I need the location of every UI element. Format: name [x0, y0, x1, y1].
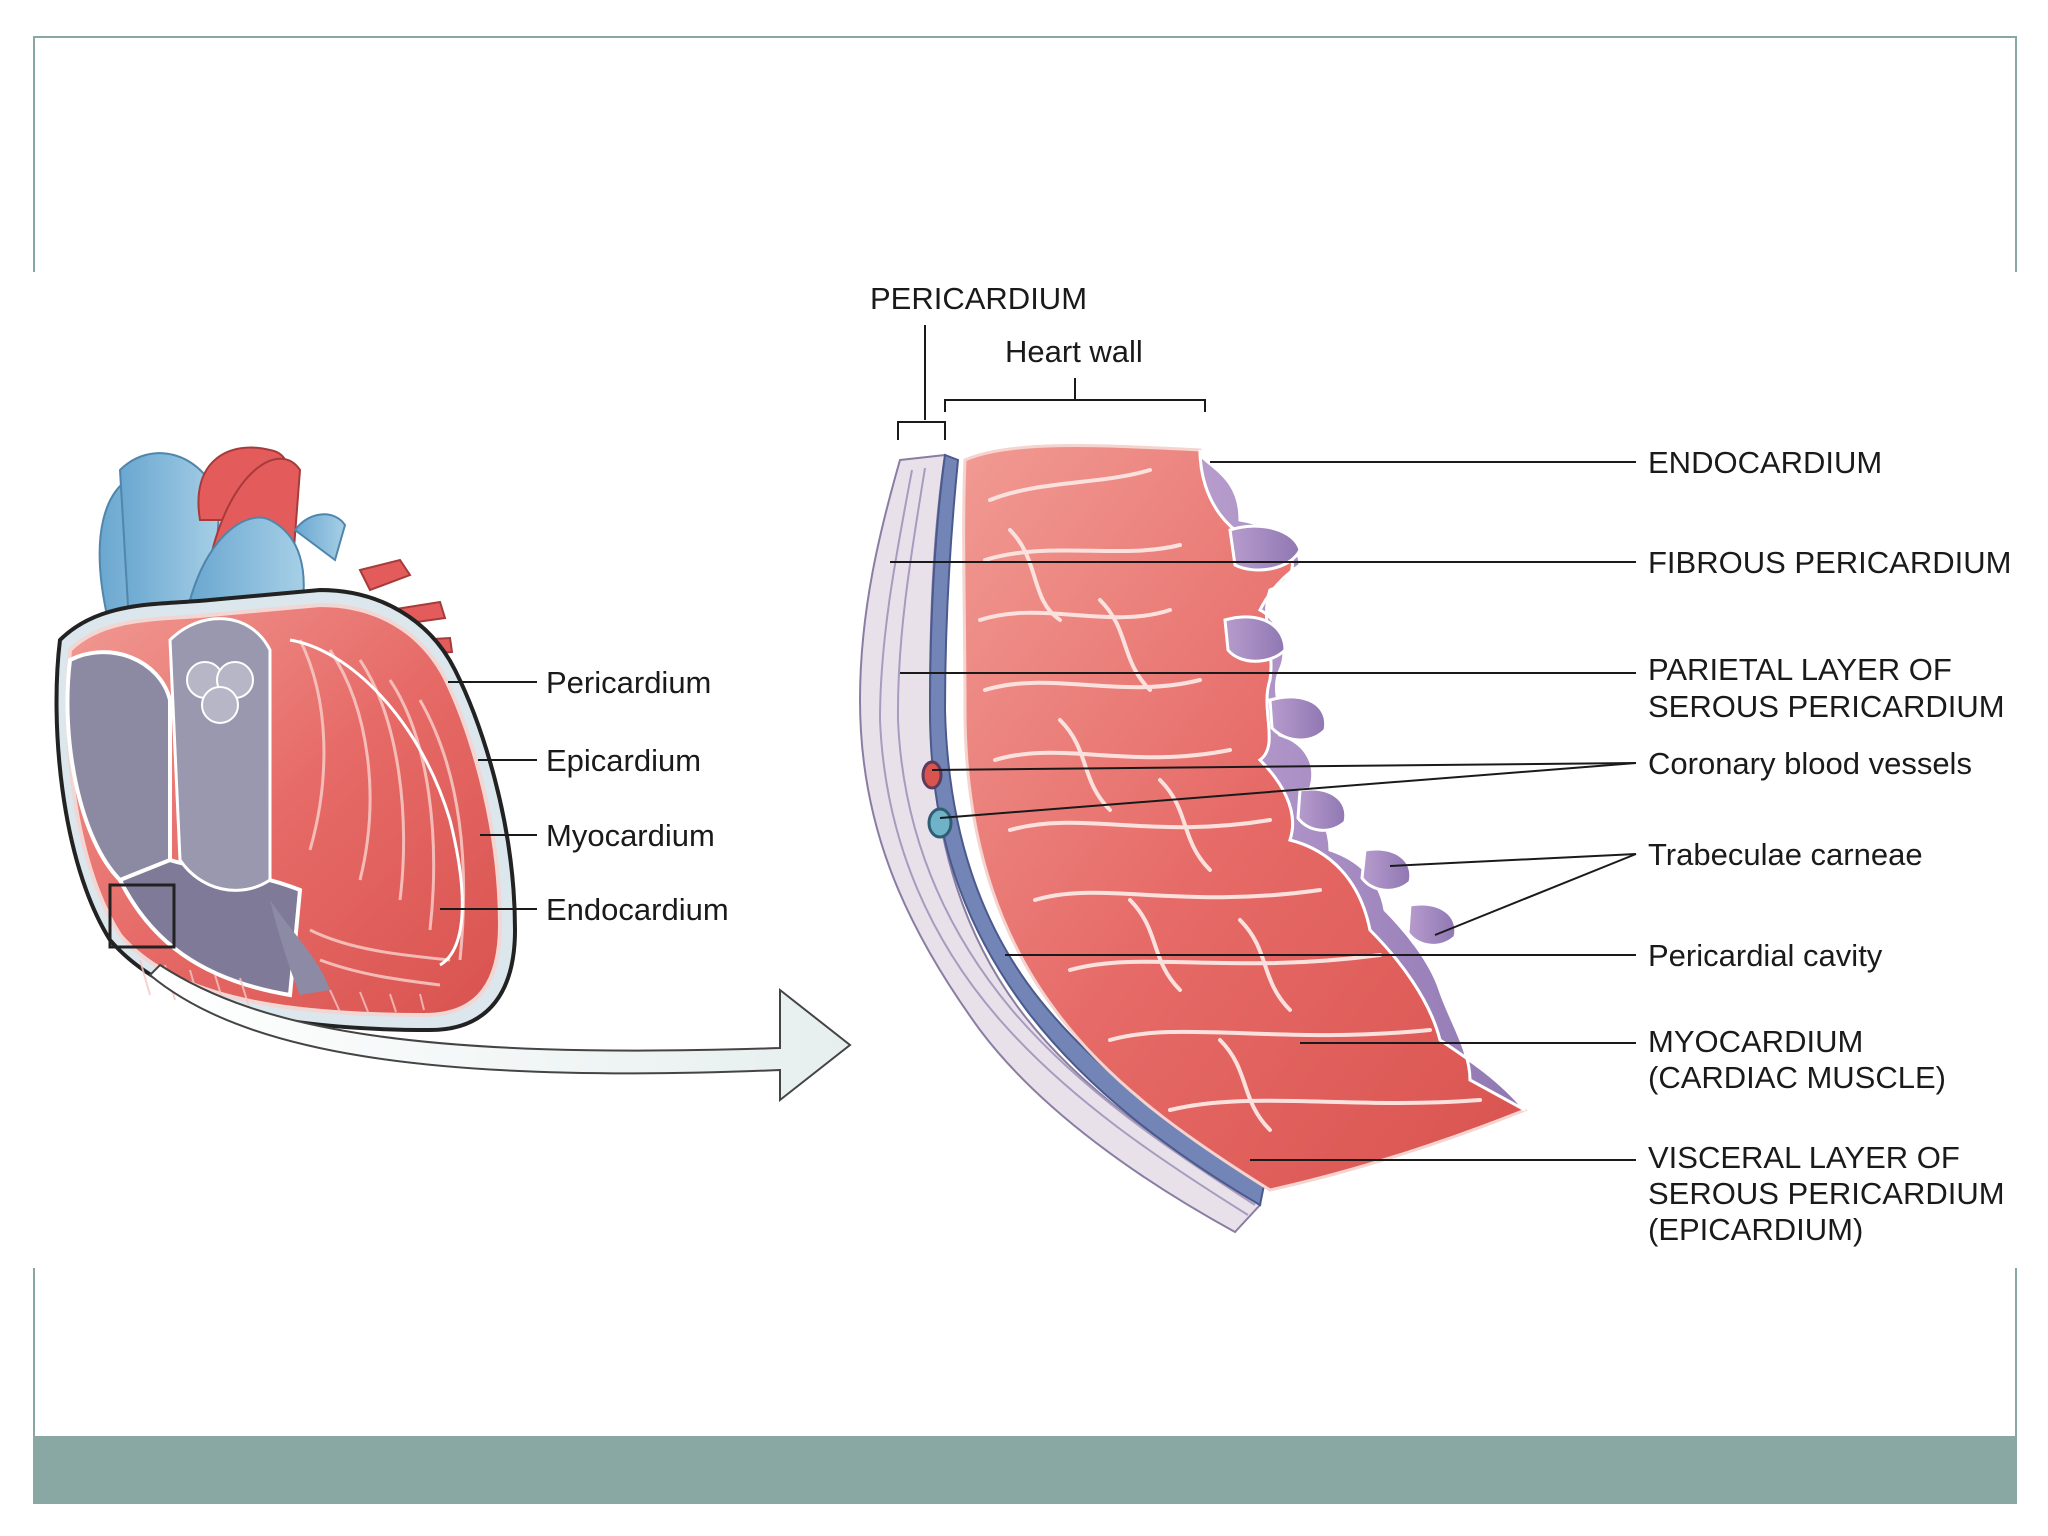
- whole-heart-illustration: [54, 446, 518, 1033]
- top-label-heart-wall: Heart wall: [1005, 334, 1143, 369]
- left-label-epicardium: Epicardium: [546, 743, 701, 778]
- coronary-vessel-vein: [927, 807, 953, 839]
- heart-wall-bracket: [944, 378, 1206, 412]
- pericardium-bracket: [897, 325, 946, 440]
- right-label-parietal-line1: PARIETAL LAYER OF: [1648, 652, 1952, 687]
- left-label-endocardium: Endocardium: [546, 892, 729, 927]
- footer-bar: [33, 1436, 2017, 1504]
- left-label-pericardium: Pericardium: [546, 665, 711, 700]
- left-label-myocardium: Myocardium: [546, 818, 715, 853]
- coronary-vessel-artery: [921, 760, 943, 790]
- right-label-visceral-line2: SEROUS PERICARDIUM: [1648, 1176, 2005, 1211]
- right-label-pericardial-cavity: Pericardial cavity: [1648, 938, 1883, 973]
- right-label-visceral-line3: (EPICARDIUM): [1648, 1212, 1863, 1247]
- right-label-myocardium-line2: (CARDIAC MUSCLE): [1648, 1060, 1946, 1095]
- top-label-pericardium: PERICARDIUM: [870, 281, 1087, 316]
- right-label-fibrous-pericardium: FIBROUS PERICARDIUM: [1648, 545, 2011, 580]
- inset-box: [108, 883, 176, 949]
- right-label-parietal-line2: SEROUS PERICARDIUM: [1648, 689, 2005, 724]
- magnify-arrow: [148, 963, 852, 1103]
- right-label-trabeculae-carneae: Trabeculae carneae: [1648, 837, 1923, 872]
- right-label-endocardium: ENDOCARDIUM: [1648, 445, 1882, 480]
- right-label-coronary-vessels: Coronary blood vessels: [1648, 746, 1972, 781]
- right-label-myocardium-line1: MYOCARDIUM: [1648, 1024, 1863, 1059]
- right-label-visceral-line1: VISCERAL LAYER OF: [1648, 1140, 1960, 1175]
- heart-wall-section: [858, 444, 1528, 1234]
